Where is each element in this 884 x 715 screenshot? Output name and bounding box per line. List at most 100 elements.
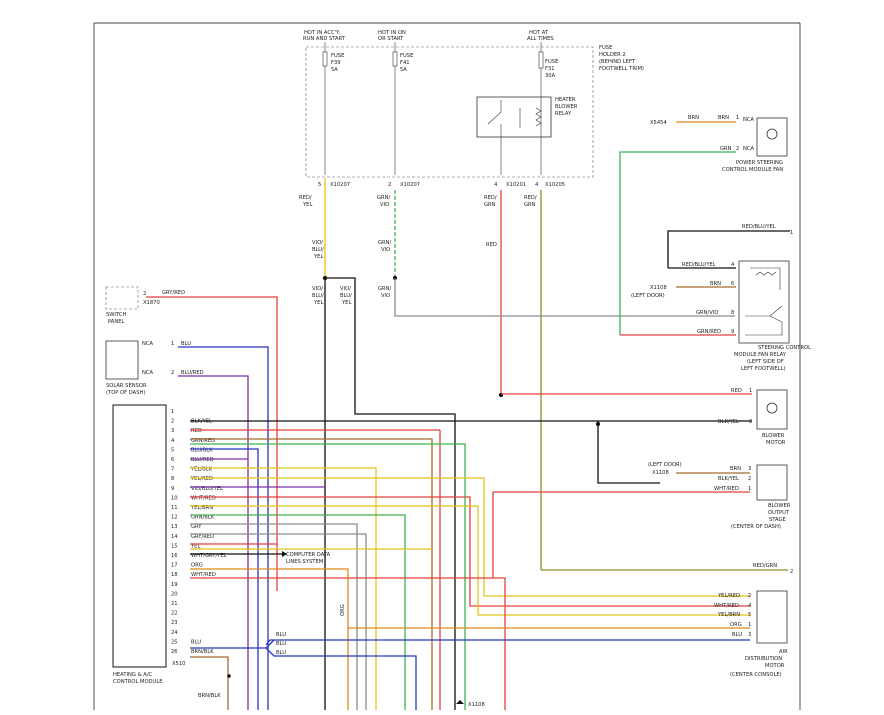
svg-text:RED/: RED/ — [299, 195, 312, 201]
svg-text:3: 3 — [748, 466, 751, 472]
svg-text:YEL: YEL — [302, 202, 312, 208]
svg-text:WHT/RED: WHT/RED — [714, 603, 739, 609]
module-pin-number: 24 — [171, 630, 178, 636]
module-pin-number: 25 — [171, 639, 178, 645]
module-pin-number: 16 — [171, 553, 178, 559]
svg-text:(CENTER OF DASH): (CENTER OF DASH) — [731, 524, 781, 530]
module-pin-number: 23 — [171, 620, 178, 626]
conn-x10201: X10201 — [506, 182, 526, 188]
heater-blower-relay — [476, 96, 552, 138]
svg-text:GRN/RED: GRN/RED — [697, 329, 721, 335]
acc-label-1: HOT IN ACC'Y, — [304, 30, 341, 36]
svg-text:ORG: ORG — [340, 604, 346, 616]
svg-text:(LEFT DOOR): (LEFT DOOR) — [631, 293, 665, 299]
module-pin-number: 14 — [171, 534, 178, 540]
svg-text:GRN/: GRN/ — [377, 195, 391, 201]
svg-text:NCA: NCA — [743, 117, 755, 123]
svg-text:STAGE: STAGE — [769, 517, 786, 523]
fuse-f31-icon — [538, 51, 544, 69]
module-pin-number: 12 — [171, 515, 178, 521]
module-pin-number: 2 — [171, 419, 174, 425]
svg-text:BRN: BRN — [688, 115, 699, 121]
module-pin-wire-label: WHT/RED — [191, 495, 216, 501]
svg-text:YEL/BRN: YEL/BRN — [717, 612, 740, 618]
svg-text:X5454: X5454 — [650, 120, 667, 126]
svg-text:(LEFT SIDE OF: (LEFT SIDE OF — [747, 359, 784, 365]
svg-text:X1108: X1108 — [650, 285, 667, 291]
svg-text:RED: RED — [731, 388, 742, 394]
module-label-2: CONTROL MODULE — [113, 679, 163, 685]
svg-text:X1870: X1870 — [143, 300, 160, 306]
switch-panel — [105, 286, 139, 310]
svg-text:BRN: BRN — [718, 115, 729, 121]
svg-text:BLU: BLU — [276, 632, 286, 638]
svg-text:6: 6 — [731, 281, 734, 287]
svg-text:1: 1 — [790, 230, 793, 236]
module-pin-number: 8 — [171, 476, 174, 482]
svg-text:BLU: BLU — [732, 632, 742, 638]
svg-text:BLK/YEL: BLK/YEL — [718, 419, 739, 425]
module-pin-number: 21 — [171, 601, 178, 607]
svg-text:2: 2 — [736, 146, 739, 152]
fuse-holder-4: FOOTWELL TRIM) — [599, 66, 644, 72]
solar-sensor — [105, 340, 139, 380]
svg-text:SOLAR SENSOR: SOLAR SENSOR — [106, 383, 147, 389]
svg-text:RED/BLU/YEL: RED/BLU/YEL — [742, 224, 776, 230]
svg-text:MOTOR: MOTOR — [765, 663, 785, 669]
svg-text:CONTROL MODULE FAN: CONTROL MODULE FAN — [722, 167, 783, 173]
module-pin-number: 26 — [171, 649, 178, 655]
svg-text:(LEFT DOOR): (LEFT DOOR) — [648, 462, 682, 468]
svg-text:3: 3 — [748, 632, 751, 638]
module-pin-number: 7 — [171, 467, 174, 473]
module-pin-wire-label: YEL/BRN — [190, 505, 213, 511]
module-pin-number: 11 — [171, 505, 178, 511]
svg-text:RED/: RED/ — [484, 195, 497, 201]
air-distribution-motor — [756, 590, 788, 644]
module-pin-wire-label: VIO/BLU/YEL — [191, 486, 223, 492]
svg-text:4: 4 — [535, 182, 539, 188]
module-pin-wire-label: GRY/RED — [191, 534, 214, 540]
fuse-f41-label: F41 — [400, 60, 410, 66]
module-pin-wire-label: YEL/RED — [190, 476, 213, 482]
wire-blu-adm — [265, 639, 750, 646]
svg-text:YEL: YEL — [313, 254, 323, 260]
svg-text:BLU/: BLU/ — [312, 247, 324, 253]
svg-text:GRN: GRN — [484, 202, 496, 208]
module-pin-number: 5 — [171, 447, 174, 453]
fan-motor-icon — [766, 128, 778, 140]
module-pin-wire-label: GRN/RED — [191, 438, 215, 444]
on-label-2: OR START — [378, 36, 404, 42]
svg-text:GRN/: GRN/ — [378, 286, 392, 292]
relay-label-3: RELAY — [555, 111, 572, 117]
svg-text:BLU/RED: BLU/RED — [181, 370, 204, 376]
svg-text:OUTPUT: OUTPUT — [768, 510, 790, 516]
wire-black-bus — [325, 277, 456, 710]
power-steering-fan — [756, 117, 788, 157]
svg-text:9: 9 — [731, 329, 734, 335]
all-label-2: ALL TIMES — [527, 36, 554, 42]
fuse-f31-label: F31 — [545, 66, 555, 72]
module-pin-number: 17 — [171, 563, 178, 569]
module-pin-number: 9 — [171, 486, 174, 492]
svg-text:VIO: VIO — [380, 202, 389, 208]
fuse-f39-icon — [322, 51, 328, 67]
svg-text:ORG: ORG — [730, 622, 742, 628]
svg-text:FUSE: FUSE — [400, 53, 413, 59]
module-pin-number: 15 — [171, 543, 178, 549]
svg-text:LEFT FOOTWELL): LEFT FOOTWELL) — [741, 366, 785, 372]
svg-text:4: 4 — [748, 603, 752, 609]
module-pin-wire-label: WHT/RED — [191, 572, 216, 578]
module-pin-wire-label: BRN/BLK — [191, 649, 214, 655]
svg-text:BLOWER: BLOWER — [762, 433, 785, 439]
svg-text:BLU: BLU — [276, 641, 286, 647]
svg-text:BRN/BLK: BRN/BLK — [198, 693, 221, 699]
svg-text:SWITCH: SWITCH — [106, 312, 126, 318]
module-pin-wire-label: YEL/BLK — [190, 467, 213, 473]
svg-text:RED: RED — [486, 242, 497, 248]
svg-text:BLU: BLU — [276, 650, 286, 656]
svg-text:GRN/VIO: GRN/VIO — [696, 310, 718, 316]
svg-text:VIO: VIO — [381, 293, 390, 299]
relay-label-1: HEATER — [555, 97, 576, 103]
